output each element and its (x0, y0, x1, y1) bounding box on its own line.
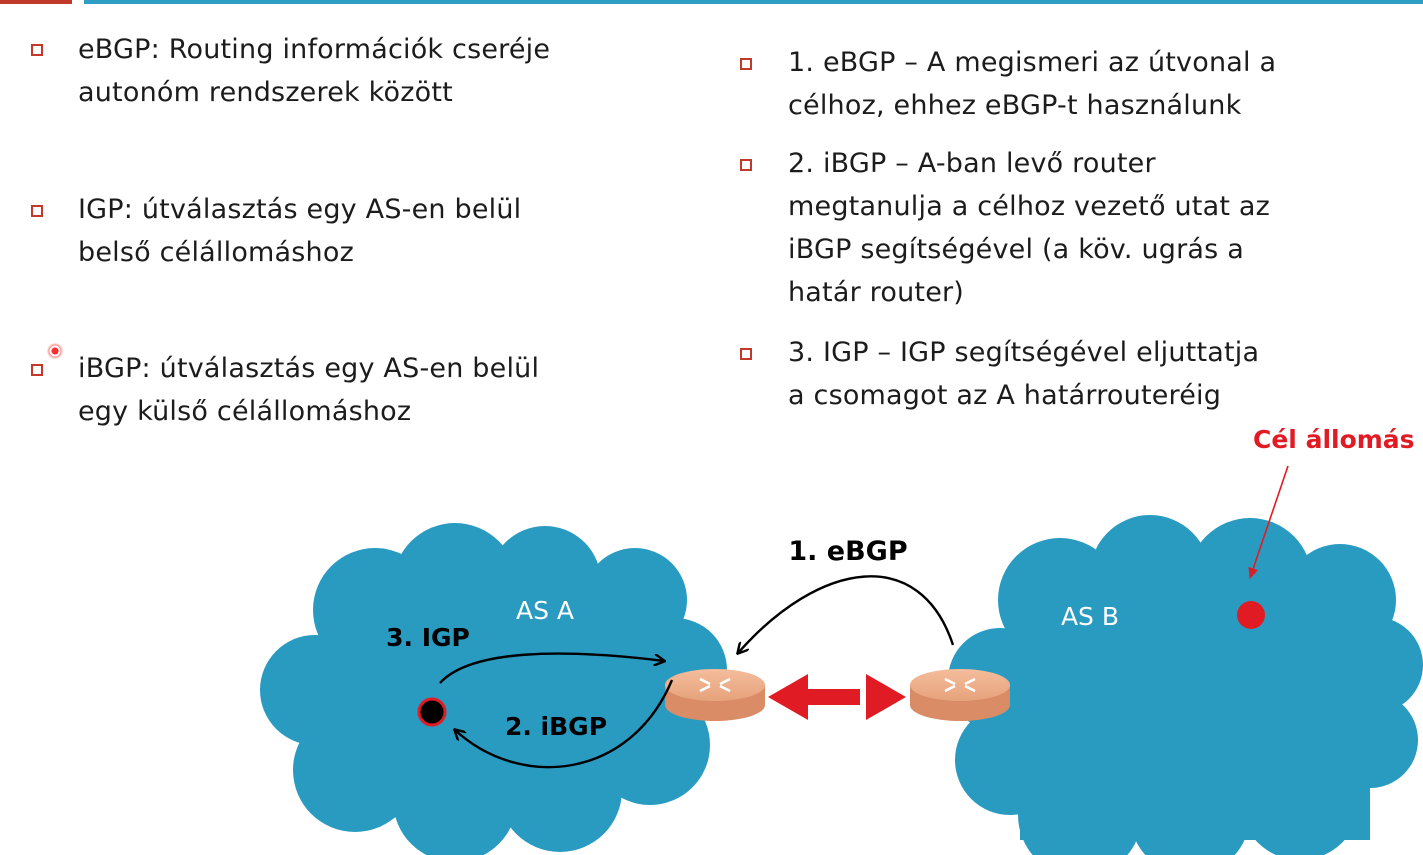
as-a-label: AS A (516, 596, 574, 625)
bullet-marker (31, 205, 43, 217)
bullet-marker (740, 348, 752, 360)
igp-label: 3. IGP (386, 623, 470, 652)
right-bullet-step-1: 1. eBGP – A megismeri az útvonal a célho… (788, 47, 1277, 121)
bullet-marker (31, 364, 43, 376)
inter-as-link (768, 674, 906, 720)
bullet-marker (740, 159, 752, 171)
laser-pointer-icon (47, 343, 63, 359)
right-bullet-step-2: 2. iBGP – A-ban levő router megtanulja a… (788, 148, 1271, 308)
router-a-icon (665, 669, 765, 721)
left-bullet-ebgp: eBGP: Routing információk cseréje autonó… (78, 34, 551, 108)
igp-arrow (439, 652, 664, 684)
right-bullet-step-3: 3. IGP – IGP segítségével eljuttatja a c… (788, 337, 1260, 411)
target-pointer-arrow (1248, 465, 1289, 579)
as-b-label: AS B (1061, 602, 1119, 631)
bullet-marker (740, 58, 752, 70)
target-host-node (1237, 601, 1265, 629)
bullet-marker (31, 44, 43, 56)
router-b-icon (910, 669, 1010, 721)
as-b-cloud (948, 515, 1423, 855)
internal-host-node (417, 697, 447, 727)
ebgp-label: 1. eBGP (788, 536, 907, 567)
target-label: Cél állomás (1253, 425, 1415, 454)
title-bar-line (84, 0, 1423, 4)
ebgp-arrow (738, 575, 955, 653)
left-bullet-igp: IGP: útválasztás egy AS-en belül belső c… (78, 194, 522, 268)
as-a-cloud (260, 523, 727, 855)
ibgp-arrow (455, 679, 674, 769)
title-bar-accent (0, 0, 72, 4)
ibgp-label: 2. iBGP (505, 712, 607, 741)
left-bullet-ibgp: iBGP: útválasztás egy AS-en belül egy kü… (78, 353, 540, 427)
